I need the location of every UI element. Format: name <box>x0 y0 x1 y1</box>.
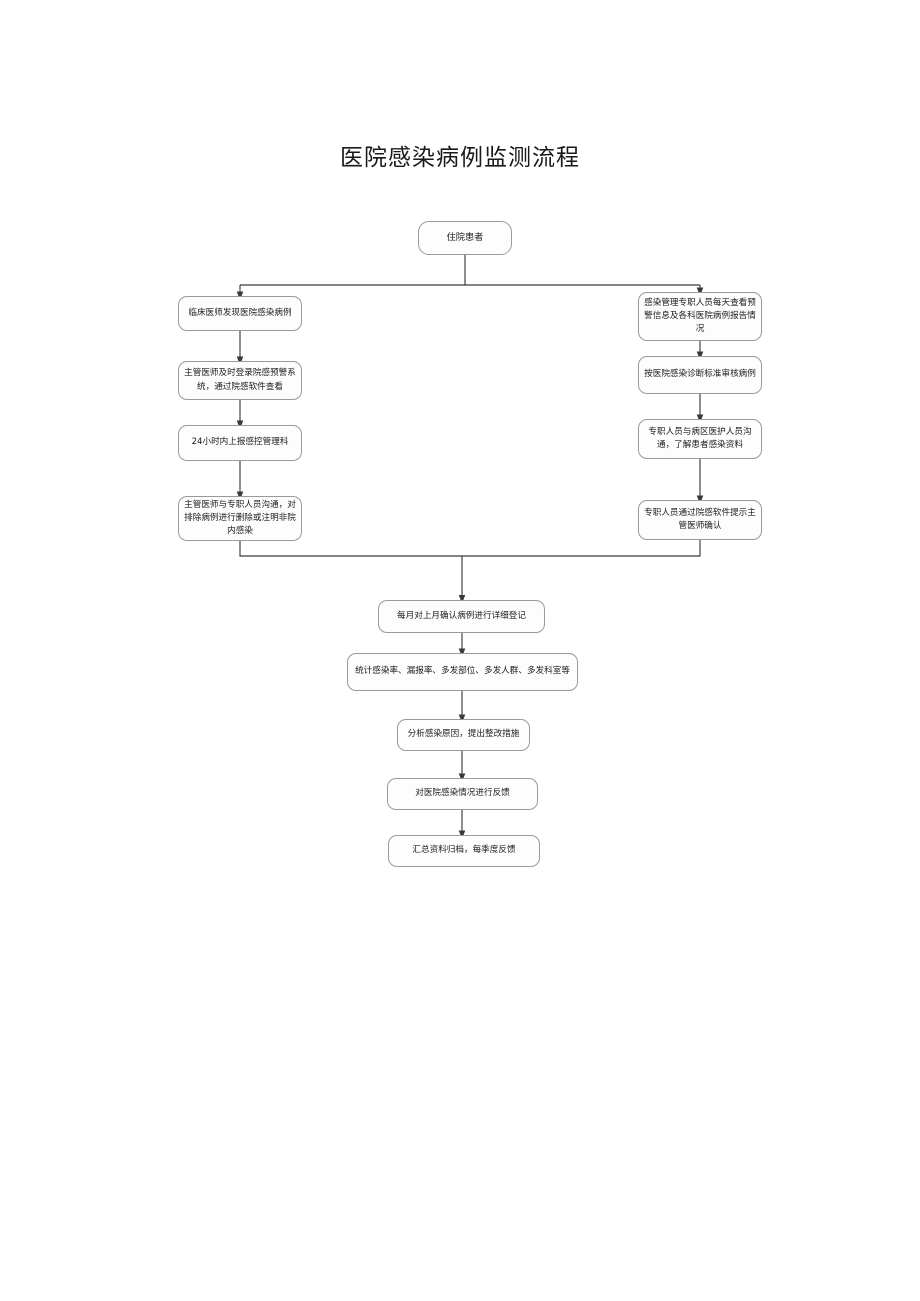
node-label: 每月对上月确认病例进行详细登记 <box>397 610 526 621</box>
node-left-communicate-exclude-case[interactable]: 主管医师与专职人员沟通，对排除病例进行删除或注明非院内感染 <box>178 496 302 541</box>
node-left-login-warning-system[interactable]: 主管医师及时登录院感预警系统，通过院感软件查看 <box>178 361 302 400</box>
node-bottom-statistics[interactable]: 统计感染率、漏报率、多发部位、多发人群、多发科室等 <box>347 653 578 691</box>
node-label: 感染管理专职人员每天查看预警信息及各科医院病例报告情况 <box>644 297 756 335</box>
node-label: 专职人员通过院感软件提示主管医师确认 <box>644 507 756 531</box>
node-label: 专职人员与病区医护人员沟通，了解患者感染资料 <box>648 426 752 450</box>
node-label: 24小时内上报感控管理科 <box>191 437 289 448</box>
node-label: 对医院感染情况进行反馈 <box>415 788 510 799</box>
connector-merge-bus <box>239 540 701 557</box>
node-right-audit-by-diagnostic-standard[interactable]: 按医院感染诊断标准审核病例 <box>638 356 762 394</box>
node-label: 汇总资料归档，每季度反馈 <box>412 845 516 856</box>
node-label: 临床医师发现医院感染病例 <box>188 307 292 318</box>
node-label: 分析感染原因，提出整改措施 <box>407 729 520 740</box>
node-right-daily-review-alerts[interactable]: 感染管理专职人员每天查看预警信息及各科医院病例报告情况 <box>638 292 762 341</box>
node-bottom-archive-quarterly-feedback[interactable]: 汇总资料归档，每季度反馈 <box>388 835 540 867</box>
node-bottom-feedback[interactable]: 对医院感染情况进行反馈 <box>387 778 538 810</box>
node-label: 按医院感染诊断标准审核病例 <box>644 369 756 380</box>
node-right-communicate-with-ward-staff[interactable]: 专职人员与病区医护人员沟通，了解患者感染资料 <box>638 419 762 459</box>
page-title: 医院感染病例监测流程 <box>340 145 580 171</box>
node-start-inpatient[interactable]: 住院患者 <box>418 221 512 255</box>
node-left-report-within-24h[interactable]: 24小时内上报感控管理科 <box>178 425 302 461</box>
node-label: 主管医师及时登录院感预警系统，通过院感软件查看 <box>184 368 296 392</box>
node-bottom-monthly-registration[interactable]: 每月对上月确认病例进行详细登记 <box>378 600 545 633</box>
node-right-software-prompt-confirm[interactable]: 专职人员通过院感软件提示主管医师确认 <box>638 500 762 540</box>
node-label: 主管医师与专职人员沟通，对排除病例进行删除或注明非院内感染 <box>184 499 296 537</box>
node-label: 住院患者 <box>446 232 484 243</box>
node-left-clinician-detects[interactable]: 临床医师发现医院感染病例 <box>178 296 302 331</box>
node-bottom-analyze-causes[interactable]: 分析感染原因，提出整改措施 <box>397 719 530 751</box>
node-label: 统计感染率、漏报率、多发部位、多发人群、多发科室等 <box>355 666 570 677</box>
